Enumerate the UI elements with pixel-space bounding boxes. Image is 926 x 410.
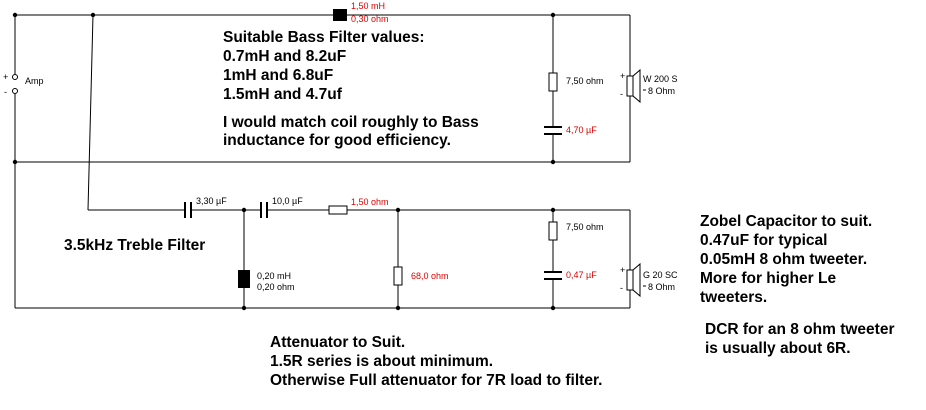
- amp-minus: -: [4, 87, 7, 97]
- coil-note-line: inductance for good efficiency.: [223, 132, 451, 149]
- tweeter-speaker: + - G 20 SC 8 Ohm: [620, 262, 678, 298]
- woofer-speaker: + - W 200 S 8 Ohm: [620, 68, 678, 104]
- dcr-note-line: DCR for an 8 ohm tweeter: [705, 321, 894, 338]
- woofer-impedance: 8 Ohm: [648, 86, 675, 96]
- woofer-minus: -: [620, 89, 623, 99]
- zobel-note-line: tweeters.: [700, 289, 767, 306]
- treble-inductor: 0,20 mH 0,20 ohm: [238, 270, 295, 292]
- tweeter-plus: +: [620, 265, 625, 275]
- bass-note-line: Suitable Bass Filter values:: [223, 29, 425, 46]
- treble-inductor-value: 0,20 mH: [257, 271, 291, 281]
- treble-cap-1: 3,30 µF: [184, 196, 227, 218]
- woofer-model: W 200 S: [643, 74, 678, 84]
- bass-zobel-resistor-value: 7,50 ohm: [566, 76, 604, 86]
- treble-series-resistor: 1,50 ohm: [328, 197, 389, 215]
- amp-terminals: + - Amp: [3, 72, 44, 97]
- bass-note-line: 0.7mH and 8.2uF: [223, 48, 346, 65]
- zobel-note-line: Zobel Capacitor to suit.: [700, 213, 872, 230]
- attenuator-note-line: Attenuator to Suit.: [270, 334, 405, 351]
- treble-cap-1-value: 3,30 µF: [196, 196, 227, 206]
- tweeter-minus: -: [620, 283, 623, 293]
- treble-shunt-resistor-value: 68,0 ohm: [411, 271, 449, 281]
- treble-filter-note: 3.5kHz Treble Filter: [64, 237, 205, 254]
- treble-inductor-resistance: 0,20 ohm: [257, 282, 295, 292]
- treble-series-resistor-value: 1,50 ohm: [351, 197, 389, 207]
- bass-zobel: 7,50 ohm 4,70 µF: [544, 72, 604, 135]
- attenuator-note-line: 1.5R series is about minimum.: [270, 353, 493, 370]
- bass-note-line: 1mH and 6.8uF: [223, 67, 333, 84]
- amp-label: Amp: [25, 76, 44, 86]
- dcr-note: DCR for an 8 ohm tweeter is usually abou…: [705, 321, 894, 357]
- bass-note-line: 1.5mH and 4.7uf: [223, 86, 343, 103]
- attenuator-note-line: Otherwise Full attenuator for 7R load to…: [270, 372, 602, 389]
- wires: [14, 14, 631, 309]
- zobel-note-line: More for higher Le: [700, 270, 836, 287]
- bass-filter-note: Suitable Bass Filter values: 0.7mH and 8…: [223, 29, 425, 103]
- dcr-note-line: is usually about 6R.: [705, 340, 851, 357]
- zobel-note-line: 0.05mH 8 ohm tweeter.: [700, 251, 867, 268]
- bass-inductor-value: 1,50 mH: [351, 1, 385, 11]
- bass-inductor-resistance: 0,30 ohm: [351, 14, 389, 24]
- zobel-note: Zobel Capacitor to suit. 0.47uF for typi…: [700, 213, 872, 306]
- attenuator-note: Attenuator to Suit. 1.5R series is about…: [270, 334, 602, 389]
- treble-zobel-resistor-value: 7,50 ohm: [566, 222, 604, 232]
- junction-dots: [12, 12, 556, 311]
- woofer-plus: +: [620, 71, 625, 81]
- coil-note: I would match coil roughly to Bass induc…: [223, 114, 479, 149]
- bass-zobel-capacitor-value: 4,70 µF: [566, 125, 597, 135]
- treble-zobel: 7,50 ohm 0,47 µF: [544, 221, 604, 280]
- tweeter-model: G 20 SC: [643, 270, 678, 280]
- treble-cap-2: 10,0 µF: [260, 196, 303, 218]
- zobel-note-line: 0.47uF for typical: [700, 232, 827, 249]
- treble-shunt-resistor: 68,0 ohm: [393, 266, 449, 286]
- treble-zobel-capacitor-value: 0,47 µF: [566, 270, 597, 280]
- tweeter-impedance: 8 Ohm: [648, 282, 675, 292]
- bass-inductor: 1,50 mH 0,30 ohm: [333, 1, 389, 24]
- amp-plus: +: [3, 72, 8, 82]
- treble-cap-2-value: 10,0 µF: [272, 196, 303, 206]
- coil-note-line: I would match coil roughly to Bass: [223, 114, 479, 131]
